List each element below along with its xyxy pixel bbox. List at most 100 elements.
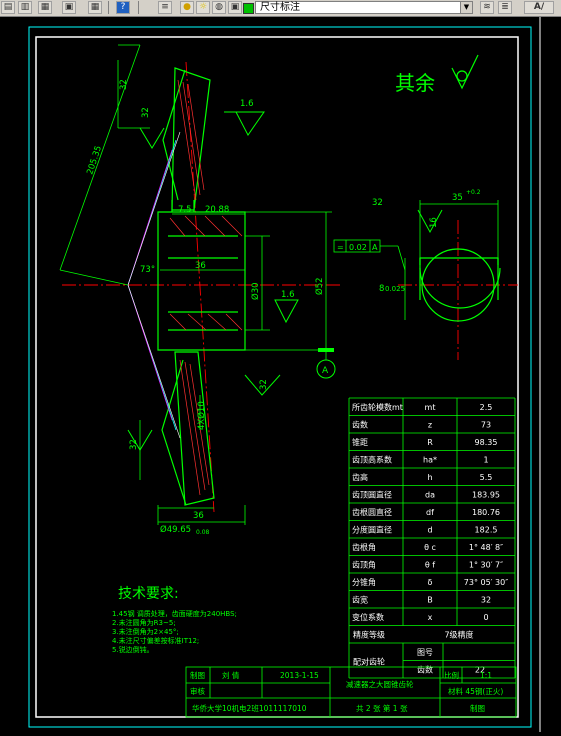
dim-1-6-mid: 1.6 [281, 290, 295, 300]
chevron-down-icon[interactable]: ▼ [460, 2, 472, 13]
dim-1-6-top: 1.6 [240, 99, 254, 109]
grid-icon[interactable]: ▦ [88, 1, 102, 14]
param-mate-teeth-value: 22 [475, 666, 485, 675]
dim-7-5: 7.5 [178, 205, 192, 215]
layer-dropdown-value: 尺寸标注 [260, 2, 300, 13]
tb-school: 华侨大学10机电2班1011117010 [192, 703, 307, 713]
tb-part-name: 减速器之大圆锥齿轮 [346, 679, 414, 689]
save-icon[interactable]: ▦ [38, 1, 52, 14]
tb-scale-label: 比例 [444, 670, 459, 680]
bulb-icon[interactable]: ● [180, 1, 194, 14]
tb-review-label: 审核 [190, 686, 205, 696]
open-icon[interactable]: ▥ [18, 1, 32, 14]
datum-label: A [322, 366, 329, 376]
param-accuracy-label: 精度等级 [353, 630, 385, 640]
tb-material: 材料 45钢(正火) [448, 686, 503, 696]
dim-key-h: 8 [379, 284, 384, 294]
param-value: 180.76 [472, 508, 500, 517]
geometric-tolerance-frame: = 0.02 A [333, 239, 406, 271]
note-line: 3.未注倒角为2×45°; [112, 627, 179, 636]
dim-36-top: 36 [195, 261, 206, 271]
layer-dropdown[interactable]: 尺寸标注 ▼ [255, 1, 473, 14]
dim-32-bottom: 32 [129, 439, 139, 450]
param-symbol: z [428, 421, 432, 430]
color-icon[interactable]: ◍ [212, 1, 226, 14]
param-symbol: da [425, 491, 435, 500]
keyway-view [419, 248, 501, 322]
tol-ref: A [372, 243, 378, 252]
layers-icon[interactable]: ≡ [158, 1, 172, 14]
param-mate-name-label: 图号 [417, 648, 433, 657]
drawing-canvas[interactable]: 其余 [0, 17, 561, 732]
dim-dia49: Ø49.65 [160, 524, 191, 535]
title-block-texts: 制图 刘 倩 2013-1-15 审核 减速器之大圆锥齿轮 比例 1:1 材料 … [190, 670, 503, 713]
param-name: 齿顶高系数 [352, 455, 392, 465]
new-icon[interactable]: ▤ [1, 1, 15, 14]
dim-keyway-width: 35 [452, 193, 463, 203]
layer-prev-icon[interactable]: ≋ [480, 1, 494, 14]
param-symbol: d [427, 526, 432, 535]
param-symbol: B [427, 596, 433, 605]
layer-color-swatch [243, 3, 254, 14]
dim-32-low: 32 [259, 379, 269, 390]
param-value: 32 [481, 596, 491, 605]
help-icon[interactable]: ? [116, 1, 130, 14]
param-symbol: δ [428, 578, 433, 587]
param-value: 73° 05′ 30″ [464, 578, 508, 587]
tol-value: 0.02 [349, 243, 367, 252]
param-value: 73 [481, 421, 491, 430]
param-name: 分锥角 [352, 577, 376, 587]
dim-20-88: 20.88 [205, 205, 229, 215]
dim-36-bottom: 36 [193, 511, 204, 521]
layer-match-icon[interactable]: ≣ [498, 1, 512, 14]
text-style-icon[interactable]: A/ [524, 1, 554, 14]
notes-lines: 1.45钢 调质处理，齿面硬度为240HBS;2.未注圆角为R3~5;3.未注倒… [112, 609, 237, 654]
datum-marker: A [316, 348, 336, 379]
dim-dia49-tol: 0.08 [196, 529, 210, 536]
tb-drawn-name: 刘 倩 [222, 670, 240, 680]
note-line: 5.锐边倒钝。 [112, 645, 154, 654]
param-name: 齿顶圆直径 [352, 490, 392, 500]
layer-stack-icon[interactable]: ▣ [228, 1, 242, 14]
param-name: 齿根圆直径 [352, 507, 392, 517]
dim-dia30: Ø30 [250, 282, 261, 300]
param-value: 1° 30′ 7″ [469, 561, 503, 570]
param-name: 齿根角 [352, 542, 376, 552]
print-icon[interactable]: ▣ [62, 1, 76, 14]
param-symbol: df [426, 508, 434, 517]
param-name: 齿高 [352, 472, 368, 482]
param-name: 齿顶角 [352, 560, 376, 570]
note-line: 2.未注圆角为R3~5; [112, 618, 176, 627]
param-symbol: mt [425, 403, 436, 412]
note-line: 4.未注尺寸偏差按标准IT12; [112, 636, 199, 645]
tip-cone-lines [127, 131, 181, 439]
param-symbol: θ c [424, 543, 436, 552]
param-value: 1 [483, 456, 488, 465]
tol-symbol: = [337, 243, 344, 252]
param-name: 锥距 [352, 437, 368, 447]
tb-sheets: 共 2 张 第 1 张 [356, 703, 408, 713]
dimension-lines [59, 44, 332, 525]
dim-32-mid: 32 [141, 107, 151, 118]
sun-icon[interactable]: ☼ [196, 1, 210, 14]
sheet-outer-border [28, 26, 532, 728]
note-line: 1.45钢 调质处理，齿面硬度为240HBS; [112, 609, 237, 618]
keyway-dim-texts: 35 +0.2 32 16 8 0.025 [372, 189, 481, 294]
param-mate-label: 配对齿轮 [353, 657, 385, 667]
param-value: 98.35 [475, 438, 498, 447]
param-name: 所齿轮模数mt [352, 402, 403, 412]
param-name: 齿数 [352, 420, 368, 430]
param-value: 183.95 [472, 491, 500, 500]
dim-keyway-width-tol: +0.2 [466, 189, 481, 196]
dim-dia52: Ø52 [314, 277, 325, 295]
param-name: 分度圆直径 [352, 525, 392, 535]
section-hatch [169, 79, 243, 496]
param-symbol: θ f [425, 561, 435, 570]
dim-32-keyway: 32 [372, 198, 383, 208]
param-symbol: R [427, 438, 433, 447]
param-value: 1° 48′ 8″ [469, 543, 503, 552]
dim-4x10: 4XØ10 [196, 401, 207, 430]
param-name: 齿宽 [352, 595, 368, 605]
param-symbol: x [428, 613, 433, 622]
param-value: 5.5 [480, 473, 493, 482]
